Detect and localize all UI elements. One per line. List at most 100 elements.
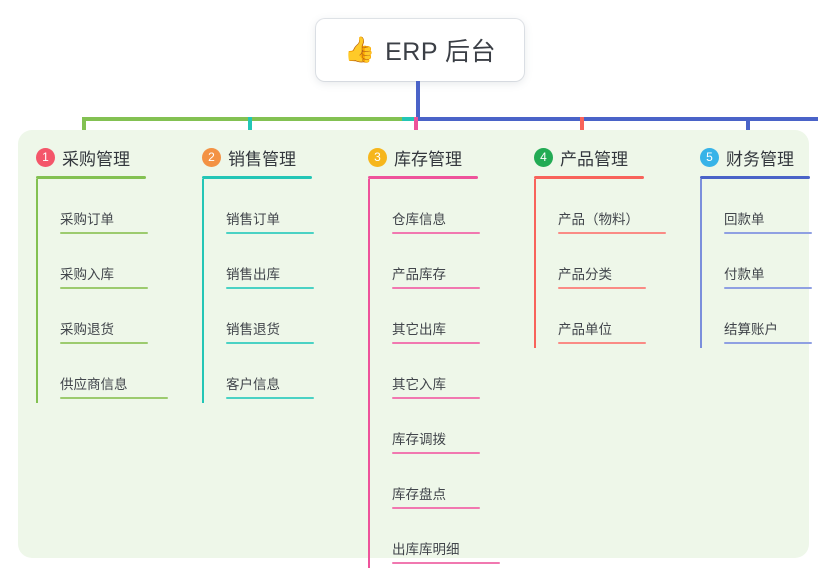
list-item-label: 其它出库	[392, 322, 446, 337]
column-underline	[202, 176, 312, 179]
column-underline	[368, 176, 478, 179]
list-item[interactable]: 付款单	[700, 234, 812, 289]
list-item[interactable]: 采购订单	[36, 179, 168, 234]
list-item[interactable]: 客户信息	[202, 344, 314, 399]
list-item-label: 付款单	[724, 267, 765, 282]
list-item[interactable]: 库存盘点	[368, 454, 500, 509]
list-item-underline	[226, 397, 314, 399]
list-item[interactable]: 其它出库	[368, 289, 500, 344]
list-item-label: 采购退货	[60, 322, 114, 337]
column-header[interactable]: 5 财务管理	[700, 144, 812, 170]
list-item-underline	[392, 507, 480, 509]
list-item-label: 客户信息	[226, 377, 280, 392]
column-title: 产品管理	[560, 149, 628, 169]
list-item-label: 产品库存	[392, 267, 446, 282]
list-item-underline	[226, 287, 314, 289]
column-badge-3: 3	[368, 147, 387, 167]
column-spine	[36, 179, 38, 403]
column-spine	[700, 179, 702, 348]
list-item-underline	[60, 232, 148, 234]
list-item-underline	[392, 287, 480, 289]
list-item[interactable]: 产品单位	[534, 289, 666, 344]
list-item[interactable]: 其它入库	[368, 344, 500, 399]
list-item-label: 回款单	[724, 212, 765, 227]
list-item-underline	[392, 342, 480, 344]
column-spine	[368, 179, 370, 568]
column-badge-4: 4	[534, 147, 553, 167]
list-item[interactable]: 产品分类	[534, 234, 666, 289]
list-item-label: 销售退货	[226, 322, 280, 337]
list-item[interactable]: 销售出库	[202, 234, 314, 289]
list-item-underline	[226, 232, 314, 234]
list-item-underline	[392, 562, 500, 564]
column-sales-management: 2 销售管理 销售订单 销售出库 销售退货 客户信息	[202, 144, 314, 403]
list-item-label: 出库库明细	[392, 542, 460, 557]
list-item-label: 仓库信息	[392, 212, 446, 227]
list-item-underline	[392, 452, 480, 454]
diagram-panel	[18, 130, 809, 558]
column-badge-5: 5	[700, 147, 719, 167]
column-title: 采购管理	[62, 149, 130, 169]
list-item[interactable]: 产品（物料）	[534, 179, 666, 234]
list-item-label: 采购入库	[60, 267, 114, 282]
column-title: 库存管理	[394, 149, 462, 169]
column-header[interactable]: 4 产品管理	[534, 144, 666, 170]
list-item[interactable]: 仓库信息	[368, 179, 500, 234]
column-spine	[534, 179, 536, 348]
column-product-management: 4 产品管理 产品（物料） 产品分类 产品单位	[534, 144, 666, 348]
list-item[interactable]: 供应商信息	[36, 344, 168, 399]
column-underline	[700, 176, 810, 179]
list-item-underline	[60, 287, 148, 289]
list-item-underline	[724, 287, 812, 289]
list-item-label: 结算账户	[724, 322, 778, 337]
list-item[interactable]: 结算账户	[700, 289, 812, 344]
column-items: 采购订单 采购入库 采购退货 供应商信息	[36, 179, 168, 403]
list-item[interactable]: 采购退货	[36, 289, 168, 344]
list-item-label: 销售出库	[226, 267, 280, 282]
column-purchase-management: 1 采购管理 采购订单 采购入库 采购退货 供应商信息	[36, 144, 168, 403]
list-item-label: 其它入库	[392, 377, 446, 392]
column-header[interactable]: 3 库存管理	[368, 144, 500, 170]
list-item-underline	[60, 342, 148, 344]
column-title: 财务管理	[726, 149, 794, 169]
column-badge-1: 1	[36, 147, 55, 167]
column-header[interactable]: 1 采购管理	[36, 144, 168, 170]
list-item-label: 产品分类	[558, 267, 612, 282]
list-item-underline	[724, 342, 812, 344]
list-item-underline	[558, 232, 666, 234]
column-spine	[202, 179, 204, 403]
column-title: 销售管理	[228, 149, 296, 169]
column-header[interactable]: 2 销售管理	[202, 144, 314, 170]
list-item-label: 采购订单	[60, 212, 114, 227]
list-item-label: 产品单位	[558, 322, 612, 337]
list-item-label: 供应商信息	[60, 377, 128, 392]
column-finance-management: 5 财务管理 回款单 付款单 结算账户	[700, 144, 812, 348]
list-item-underline	[392, 397, 480, 399]
list-item-underline	[392, 232, 480, 234]
list-item[interactable]: 销售订单	[202, 179, 314, 234]
list-item[interactable]: 销售退货	[202, 289, 314, 344]
root-node-title: ERP 后台	[385, 38, 497, 66]
list-item-underline	[226, 342, 314, 344]
list-item-label: 产品（物料）	[558, 212, 639, 227]
list-item-label: 库存调拨	[392, 432, 446, 447]
column-items: 回款单 付款单 结算账户	[700, 179, 812, 348]
column-items: 产品（物料） 产品分类 产品单位	[534, 179, 666, 348]
list-item-underline	[60, 397, 168, 399]
list-item[interactable]: 出库库明细	[368, 509, 500, 564]
root-node-erp-backend[interactable]: 👍 ERP 后台	[316, 19, 524, 81]
column-underline	[534, 176, 644, 179]
list-item[interactable]: 库存调拨	[368, 399, 500, 454]
list-item[interactable]: 产品库存	[368, 234, 500, 289]
list-item[interactable]: 采购入库	[36, 234, 168, 289]
column-items: 销售订单 销售出库 销售退货 客户信息	[202, 179, 314, 403]
list-item-label: 销售订单	[226, 212, 280, 227]
list-item-underline	[558, 287, 646, 289]
list-item-label: 库存盘点	[392, 487, 446, 502]
column-items: 仓库信息 产品库存 其它出库 其它入库 库存调拨 库存盘点	[368, 179, 500, 568]
column-badge-2: 2	[202, 147, 221, 167]
list-item-underline	[724, 232, 812, 234]
list-item-underline	[558, 342, 646, 344]
list-item[interactable]: 回款单	[700, 179, 812, 234]
